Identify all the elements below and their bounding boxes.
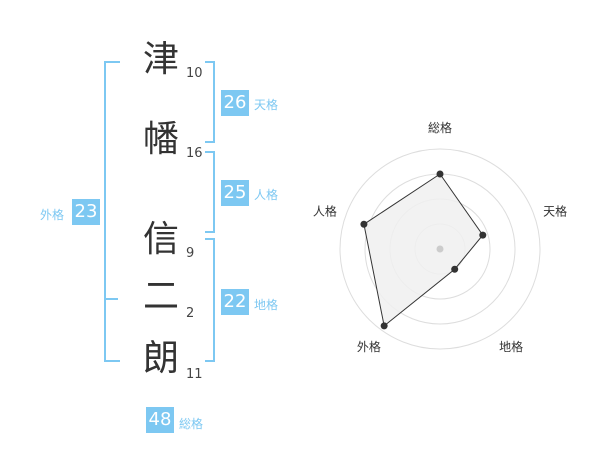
gaikaku-label: 外格 [40,208,65,222]
stroke-count-3: 9 [186,246,195,261]
radar-axis-label-4: 外格 [357,339,381,354]
chikaku-bracket [205,238,215,362]
radar-axis-label-2: 天格 [543,204,567,219]
tenkaku-label: 天格 [254,98,279,112]
name-char-1: 津 [142,39,179,80]
gaikaku-value: 23 [72,199,100,225]
radar-axis-label-1: 総格 [428,120,452,135]
name-char-4: 二 [142,276,179,317]
stroke-count-2: 16 [186,146,203,161]
tenkaku-bracket [205,61,215,143]
tenkaku-value: 26 [221,90,249,116]
radar-point-5 [360,220,368,228]
radar-point-4 [380,322,388,330]
radar-point-3 [451,265,459,273]
stroke-count-5: 11 [186,367,203,382]
name-char-2: 幡 [142,119,179,160]
radar-ring [339,148,541,350]
jinkaku-value: 25 [221,180,249,206]
soukaku-label: 総格 [179,417,204,431]
chikaku-label: 地格 [254,298,279,312]
name-char-3: 信 [142,219,179,260]
name-char-5: 朗 [142,338,179,379]
radar-axis-label-3: 地格 [499,339,523,354]
radar-axis-label-5: 人格 [313,204,337,219]
radar-point-2 [479,231,487,239]
stroke-count-1: 10 [186,66,203,81]
jinkaku-label: 人格 [254,188,279,202]
chikaku-value: 22 [221,289,249,315]
jinkaku-bracket [205,151,215,233]
radar-center [436,245,444,253]
soukaku-value: 48 [146,407,174,433]
radar-point-1 [436,170,444,178]
radar-area [363,173,484,327]
gaikaku-bracket [104,61,120,362]
stroke-count-4: 2 [186,306,195,321]
gaikaku-divider [104,298,118,300]
